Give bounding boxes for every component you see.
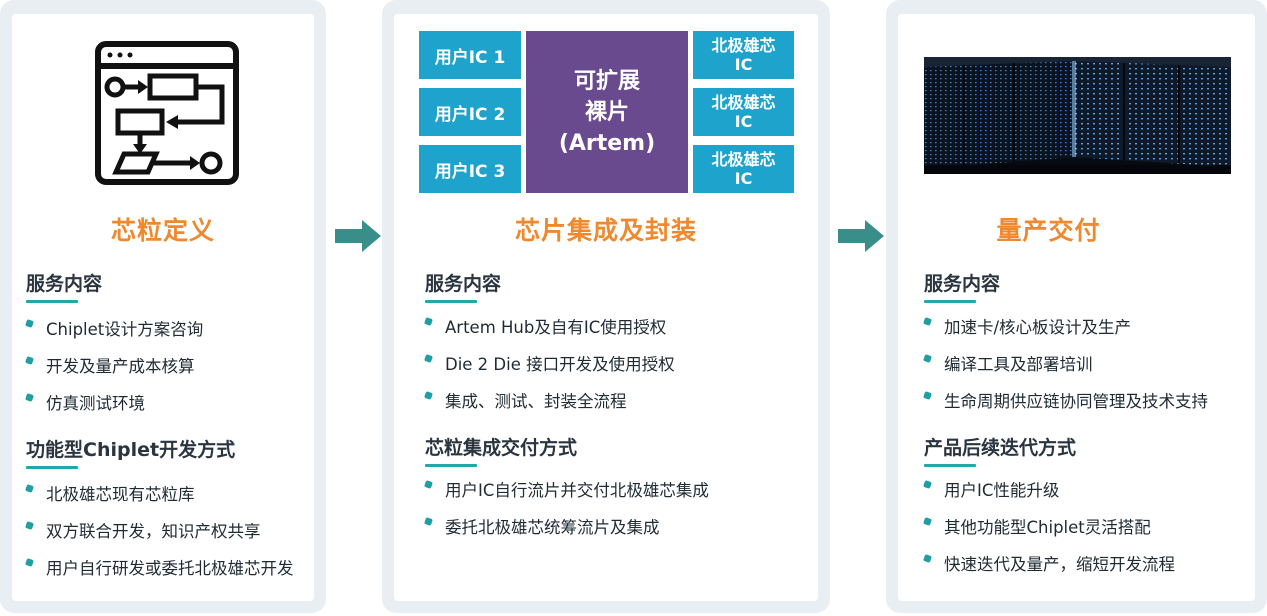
list-item: 集成、测试、封装全流程 xyxy=(423,388,627,412)
user-ic-block: 用户IC 3 xyxy=(419,145,521,193)
list-item: Die 2 Die 接口开发及使用授权 xyxy=(423,351,675,375)
bullet-icon xyxy=(25,558,34,567)
heading-underline xyxy=(425,464,477,467)
list-item-text: 集成、测试、封装全流程 xyxy=(445,392,627,411)
bullet-icon xyxy=(25,393,34,402)
north-ic-block: 北极雄芯 IC xyxy=(693,31,794,79)
heading-underline xyxy=(425,300,477,303)
bullet-icon xyxy=(25,319,34,328)
list-item-text: 双方联合开发，知识产权共享 xyxy=(46,522,261,541)
list-item: Chiplet设计方案咨询 xyxy=(24,316,203,340)
stage-card-body: 芯粒定义 服务内容 Chiplet设计方案咨询 开发及量产成本核算 仿真测试环境… xyxy=(12,14,314,601)
list-item-text: 用户IC自行流片并交付北极雄芯集成 xyxy=(445,481,709,500)
bullet-icon xyxy=(424,480,433,489)
bullet-icon xyxy=(424,317,433,326)
section-heading: 服务内容 xyxy=(924,269,1001,303)
stage-card-chiplet-definition: 芯粒定义 服务内容 Chiplet设计方案咨询 开发及量产成本核算 仿真测试环境… xyxy=(0,0,326,613)
core-line: 可扩展 xyxy=(573,68,640,94)
section-heading-text: 服务内容 xyxy=(924,273,1001,295)
arrow-right-icon xyxy=(335,220,381,252)
bullet-icon xyxy=(424,517,433,526)
list-item: 开发及量产成本核算 xyxy=(24,353,195,377)
section-heading-text: 产品后续迭代方式 xyxy=(924,437,1077,459)
bullet-icon xyxy=(923,554,932,563)
heading-underline xyxy=(924,300,976,303)
stage-title: 芯片集成及封装 xyxy=(514,216,697,245)
list-item: 用户自行研发或委托北极雄芯开发 xyxy=(24,555,294,579)
list-item-text: 用户自行研发或委托北极雄芯开发 xyxy=(46,559,294,578)
list-item: 用户IC自行流片并交付北极雄芯集成 xyxy=(423,477,709,501)
list-item-text: 北极雄芯现有芯粒库 xyxy=(46,485,195,504)
list-item: 其他功能型Chiplet灵活搭配 xyxy=(922,514,1151,538)
list-item-text: 委托北极雄芯统筹流片及集成 xyxy=(445,518,660,537)
list-item: Artem Hub及自有IC使用授权 xyxy=(423,314,666,338)
user-ic-block: 用户IC 1 xyxy=(419,31,521,79)
bullet-icon xyxy=(923,517,932,526)
north-ic-block: 北极雄芯 IC xyxy=(693,88,794,136)
list-item: 快速迭代及量产，缩短开发流程 xyxy=(922,551,1175,575)
list-item-text: Die 2 Die 接口开发及使用授权 xyxy=(445,355,675,374)
list-item: 加速卡/核心板设计及生产 xyxy=(922,314,1131,338)
bullet-icon xyxy=(923,354,932,363)
stage-title: 量产交付 xyxy=(996,216,1101,245)
bullet-icon xyxy=(25,356,34,365)
list-item-text: Artem Hub及自有IC使用授权 xyxy=(445,318,667,337)
bullet-icon xyxy=(923,317,932,326)
user-ic-block: 用户IC 2 xyxy=(419,88,521,136)
arrow-right-icon xyxy=(838,220,884,252)
section-heading: 服务内容 xyxy=(26,269,103,303)
bullet-icon xyxy=(424,354,433,363)
list-item-text: 用户IC性能升级 xyxy=(944,481,1060,500)
core-line: (Artem) xyxy=(558,130,656,156)
list-item-text: 生命周期供应链协同管理及技术支持 xyxy=(944,392,1208,411)
heading-underline xyxy=(26,466,78,469)
list-item: 仿真测试环境 xyxy=(24,390,145,414)
section-heading-text: 芯粒集成交付方式 xyxy=(425,437,578,459)
flowchart-window-icon xyxy=(95,41,239,185)
bullet-icon xyxy=(923,480,932,489)
bullet-icon xyxy=(424,391,433,400)
core-line: 裸片 xyxy=(584,99,629,125)
scalable-die-block: 可扩展 裸片 (Artem) xyxy=(526,31,688,193)
list-item: 用户IC性能升级 xyxy=(922,477,1059,501)
list-item-text: 开发及量产成本核算 xyxy=(46,357,195,376)
list-item: 生命周期供应链协同管理及技术支持 xyxy=(922,388,1208,412)
heading-underline xyxy=(26,300,78,303)
section-heading: 服务内容 xyxy=(425,269,502,303)
list-item-text: 其他功能型Chiplet灵活搭配 xyxy=(944,518,1151,537)
stage-title: 芯粒定义 xyxy=(110,216,215,245)
section-heading-text: 服务内容 xyxy=(425,273,502,295)
list-item: 双方联合开发，知识产权共享 xyxy=(24,518,261,542)
bullet-icon xyxy=(923,391,932,400)
list-item-text: 快速迭代及量产，缩短开发流程 xyxy=(944,555,1175,574)
list-item-text: Chiplet设计方案咨询 xyxy=(46,320,204,339)
bullet-icon xyxy=(25,484,34,493)
list-item-text: 加速卡/核心板设计及生产 xyxy=(944,318,1132,337)
server-rack-photo xyxy=(924,57,1231,174)
list-item-text: 编译工具及部署培训 xyxy=(944,355,1093,374)
list-item-text: 仿真测试环境 xyxy=(46,394,145,413)
server-rack-image xyxy=(924,57,1231,174)
section-heading: 产品后续迭代方式 xyxy=(924,433,1077,467)
bullet-icon xyxy=(25,521,34,530)
section-heading: 芯粒集成交付方式 xyxy=(425,433,578,467)
section-heading-text: 服务内容 xyxy=(26,273,103,295)
list-item: 委托北极雄芯统筹流片及集成 xyxy=(423,514,660,538)
section-heading: 功能型Chiplet开发方式 xyxy=(26,435,236,469)
heading-underline xyxy=(924,464,976,467)
section-heading-text: 功能型Chiplet开发方式 xyxy=(26,439,236,461)
list-item: 编译工具及部署培训 xyxy=(922,351,1093,375)
north-ic-block: 北极雄芯 IC xyxy=(693,145,794,193)
list-item: 北极雄芯现有芯粒库 xyxy=(24,481,195,505)
